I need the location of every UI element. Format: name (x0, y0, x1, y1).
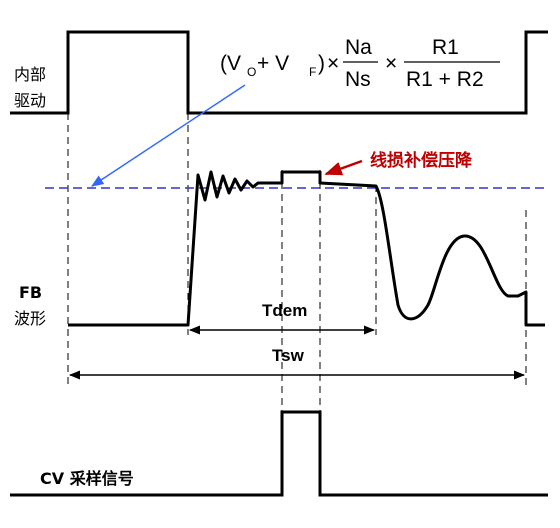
line-loss-label: 线损补偿压降 (370, 150, 473, 171)
formula: (V O + V F ) × Na Ns × R1 R1 + R2 (220, 36, 500, 91)
formula-r1-plus-r2: R1 + R2 (406, 68, 484, 91)
formula-times-2: × (385, 52, 397, 75)
formula-close: ) (318, 52, 325, 75)
fb-waveform (68, 170, 545, 327)
fb-label-line2: 波形 (14, 309, 46, 328)
formula-r1: R1 (432, 36, 459, 59)
cv-sampling-waveform (10, 410, 548, 497)
formula-open: (V (220, 52, 241, 75)
tdem-label: Tdem (262, 301, 307, 320)
internal-drive-label-line2: 驱动 (14, 91, 46, 110)
formula-na: Na (345, 36, 372, 59)
formula-vf-subscript: F (309, 65, 316, 79)
formula-times-1: × (327, 52, 339, 75)
internal-drive-label-line1: 内部 (14, 65, 46, 84)
formula-plus: + V (257, 52, 289, 75)
tsw-label: Tsw (272, 346, 305, 365)
formula-ns: Ns (345, 68, 371, 91)
fb-label-line1: FB (19, 283, 42, 302)
formula-vo-subscript: O (247, 65, 256, 79)
internal-drive-waveform (10, 30, 548, 115)
formula-pointer-arrow (90, 84, 246, 187)
cv-sampling-label: CV 采样信号 (40, 469, 134, 488)
line-loss-pointer-arrow (324, 159, 363, 176)
